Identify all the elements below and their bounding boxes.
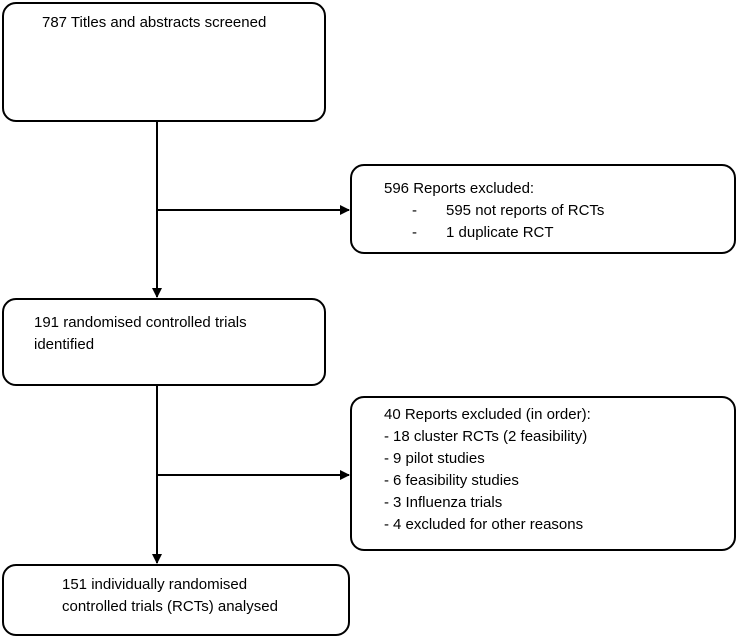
screened-text: 787 Titles and abstracts screened bbox=[42, 14, 267, 31]
analysed-trials-line-1: 151 individually randomised bbox=[62, 576, 248, 593]
excluded-reason: 6 feasibility studies bbox=[393, 472, 519, 489]
screened-box: 787 Titles and abstracts screened bbox=[2, 2, 326, 122]
excluded-reason: 4 excluded for other reasons bbox=[393, 516, 584, 533]
list-item: -1 duplicate RCT bbox=[384, 222, 724, 244]
excluded-reason: 3 Influenza trials bbox=[393, 494, 503, 511]
excluded-reports-box-1: 596 Reports excluded: -595 not reports o… bbox=[350, 164, 736, 254]
list-item: -18 cluster RCTs (2 feasibility) bbox=[384, 426, 724, 448]
identified-trials-line-2: identified bbox=[34, 336, 95, 353]
excluded-reports-title-2: 40 Reports excluded (in order): bbox=[384, 406, 591, 423]
identified-trials-line-1: 191 randomised controlled trials bbox=[34, 314, 247, 331]
excluded-reports-title-1: 596 Reports excluded: bbox=[384, 180, 535, 197]
excluded-reason: 1 duplicate RCT bbox=[446, 224, 554, 241]
list-item: -3 Influenza trials bbox=[384, 492, 724, 514]
excluded-reason: 595 not reports of RCTs bbox=[446, 202, 605, 219]
excluded-reason: 9 pilot studies bbox=[393, 450, 485, 467]
list-item: -595 not reports of RCTs bbox=[384, 200, 724, 222]
identified-trials-box: 191 randomised controlled trials identif… bbox=[2, 298, 326, 386]
list-item: -4 excluded for other reasons bbox=[384, 514, 724, 536]
analysed-trials-box: 151 individually randomised controlled t… bbox=[2, 564, 350, 636]
analysed-trials-line-2: controlled trials (RCTs) analysed bbox=[62, 598, 278, 615]
excluded-reports-box-2: 40 Reports excluded (in order): -18 clus… bbox=[350, 396, 736, 551]
list-item: -9 pilot studies bbox=[384, 448, 724, 470]
list-item: -6 feasibility studies bbox=[384, 470, 724, 492]
excluded-reason: 18 cluster RCTs (2 feasibility) bbox=[393, 428, 588, 445]
